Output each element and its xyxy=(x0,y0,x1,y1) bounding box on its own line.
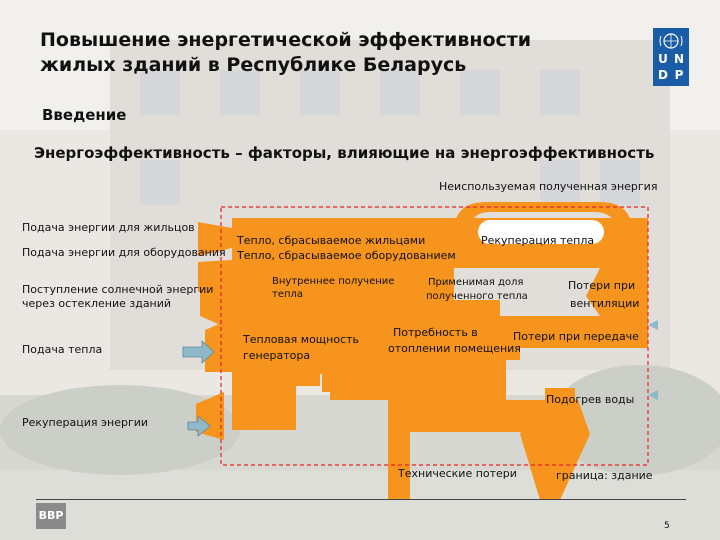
transfer-loss-label: Потери при передаче xyxy=(513,330,639,344)
input-label: Поступление солнечной энергии xyxy=(22,283,213,297)
input-label: через остекление зданий xyxy=(22,297,171,311)
input-label: Подача энергии для оборудования xyxy=(22,246,226,260)
heat-occupants-label: Тепло, сбрасываемое жильцами xyxy=(237,234,425,248)
tech-losses-label: Технические потери xyxy=(398,467,517,481)
demand-label: Потребность в xyxy=(393,326,478,340)
usable-share-label: полученного тепла xyxy=(426,290,528,304)
footer-logo: BBP xyxy=(36,503,66,529)
loss-arrow-icons xyxy=(648,320,658,400)
usable-share-label: Применимая доля xyxy=(428,276,523,290)
demand-label: отоплении помещения xyxy=(388,342,521,356)
heat-equipment-label: Тепло, сбрасываемое оборудованием xyxy=(237,249,456,263)
input-label: Подача энергии для жильцов xyxy=(22,221,195,235)
generator-label: генератора xyxy=(243,349,310,363)
input-label: Рекуперация энергии xyxy=(22,416,148,430)
internal-gain-label: тепла xyxy=(272,288,303,302)
vent-loss-label: вентиляции xyxy=(570,297,639,311)
input-label: Подача тепла xyxy=(22,343,102,357)
footer-divider xyxy=(36,499,686,500)
generator-label: Тепловая мощность xyxy=(243,333,359,347)
page-number: 5 xyxy=(664,521,670,531)
boundary-label: граница: здание xyxy=(556,469,653,483)
vent-loss-label: Потери при xyxy=(568,279,635,293)
internal-gain-label: Внутреннее получение xyxy=(272,275,394,289)
heat-recovery-label: Рекуперация тепла xyxy=(481,234,594,248)
water-heating-label: Подогрев воды xyxy=(546,393,634,407)
unused-energy-label: Неиспользуемая полученная энергия xyxy=(439,180,657,194)
